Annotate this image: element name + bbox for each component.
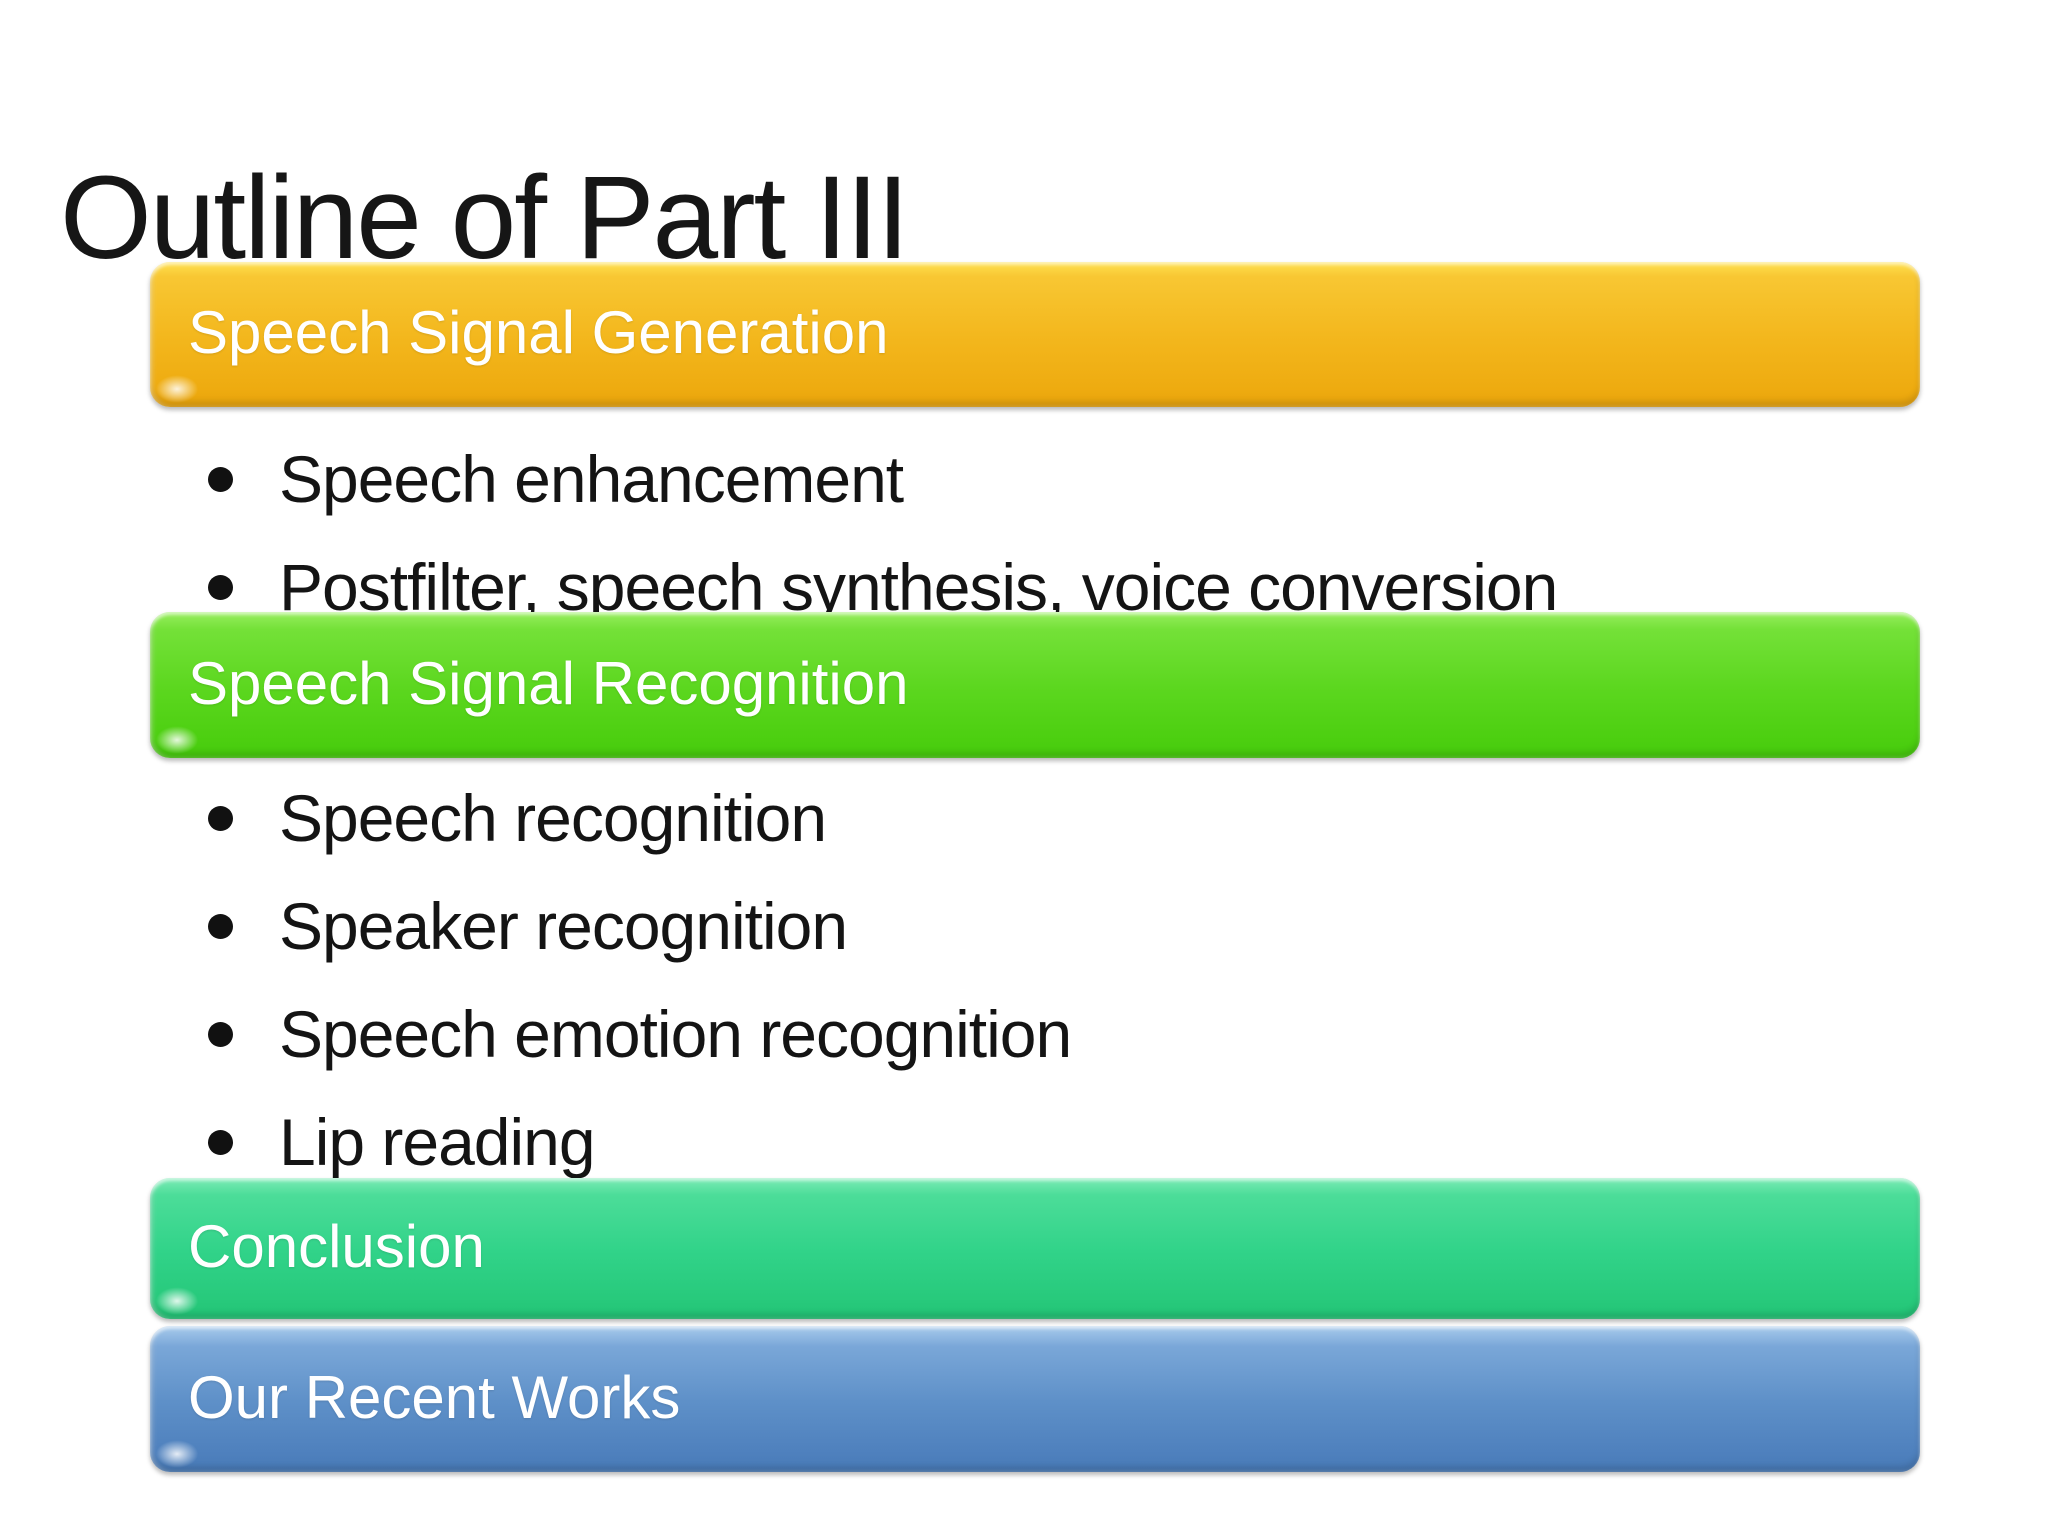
list-item: Lip reading [208, 1088, 1071, 1196]
section-bar-label: Conclusion [188, 1213, 485, 1280]
section-bar-our-recent-works: Our Recent Works [150, 1326, 1920, 1472]
section-bar-label: Speech Signal Recognition [188, 649, 909, 717]
bullet-dot [208, 466, 233, 492]
bullet-dot [208, 805, 233, 831]
bullet-list-generation: Speech enhancement Postfilter, speech sy… [208, 425, 1558, 641]
bullet-list-recognition: Speech recognition Speaker recognition S… [208, 764, 1072, 1196]
section-bar-speech-signal-recognition: Speech Signal Recognition [150, 612, 1920, 758]
list-item: Speech emotion recognition [208, 980, 1072, 1088]
section-bar-label: Our Recent Works [188, 1363, 681, 1431]
bullet-dot [208, 1021, 233, 1047]
bullet-dot [208, 913, 233, 939]
bullet-text: Speech enhancement [279, 442, 904, 516]
bullet-text: Speaker recognition [279, 889, 848, 963]
bullet-dot [208, 574, 233, 600]
bullet-text: Speech emotion recognition [279, 997, 1072, 1071]
section-bar-label: Speech Signal Generation [188, 299, 889, 366]
bullet-dot [208, 1129, 233, 1155]
section-bar-conclusion: Conclusion [150, 1178, 1920, 1319]
bullet-text: Speech recognition [279, 781, 827, 855]
list-item: Postfilter, speech synthesis, voice conv… [208, 533, 1558, 641]
section-bar-speech-signal-generation: Speech Signal Generation [150, 262, 1920, 407]
slide-title: Outline of Part III [60, 152, 909, 285]
list-item: Speech recognition [208, 764, 1071, 872]
list-item: Speaker recognition [208, 872, 1071, 980]
bullet-text: Lip reading [279, 1105, 596, 1179]
list-item: Speech enhancement [208, 425, 1557, 533]
bullet-text: Postfilter, speech synthesis, voice conv… [279, 550, 1558, 624]
